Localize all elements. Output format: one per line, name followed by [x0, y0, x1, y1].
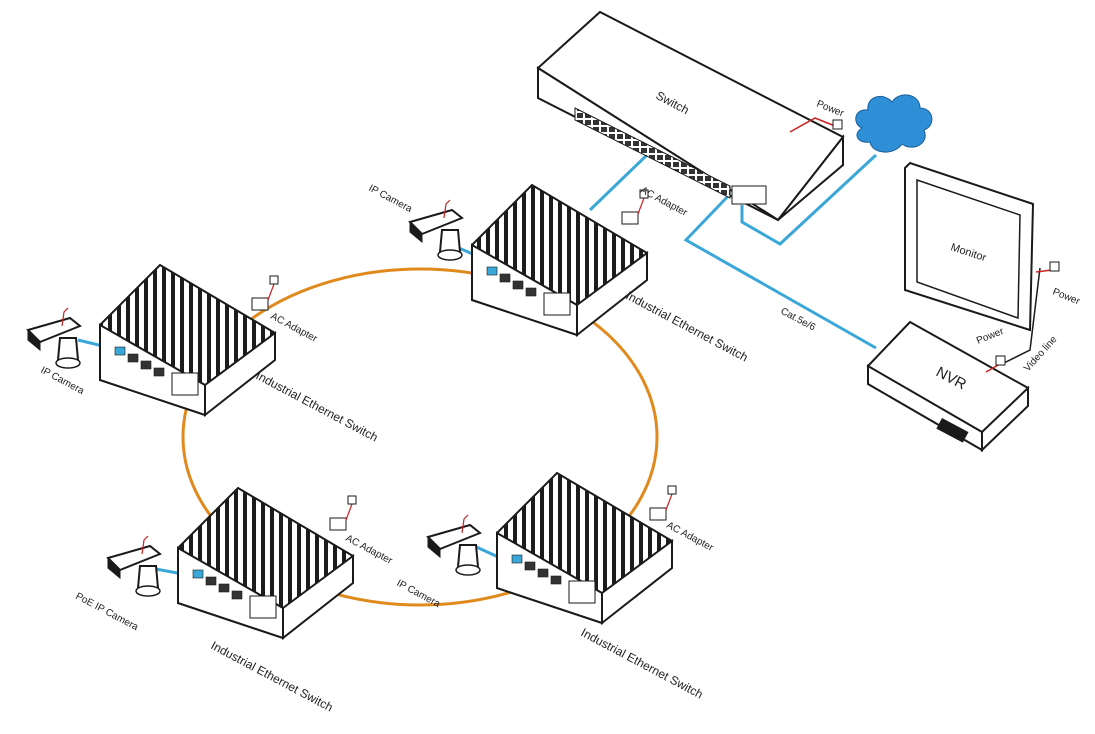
ac-adapter-icon: [251, 297, 269, 311]
switch-uplink-ports: [731, 185, 767, 205]
camera-label: IP Camera: [367, 183, 415, 215]
industrial-switch-label: Industrial Ethernet Switch: [579, 625, 706, 701]
ring-topology: [181, 267, 659, 607]
power-label-monitor: Power: [1051, 287, 1082, 308]
ptz-camera-icon: PoE IP Camera: [74, 535, 162, 633]
power-label-nvr: Power: [975, 326, 1006, 347]
power-cords: [789, 117, 1060, 373]
camera-label: PoE IP Camera: [74, 591, 141, 633]
nvr: NVR: [866, 320, 1030, 453]
power-outlet-icon: [832, 119, 843, 130]
ac-adapter-icon: [621, 211, 639, 225]
industrial-switch-label: Industrial Ethernet Switch: [209, 638, 336, 714]
ptz-camera-icon: IP Camera: [395, 514, 482, 610]
video-line-label: Video line: [1022, 334, 1060, 374]
ethernet-ports: [511, 554, 562, 585]
monitor: Monitor: [904, 161, 1035, 332]
ac-adapter-label: AC Adapter: [269, 311, 320, 345]
sfp-panel: [249, 595, 277, 619]
ptz-camera-icon: IP Camera: [367, 183, 464, 261]
ethernet-ports: [114, 346, 165, 377]
industrial-switch-label: Industrial Ethernet Switch: [624, 288, 751, 364]
power-outlet-icon: [995, 355, 1006, 366]
core-switch: Switch: [536, 10, 845, 222]
power-label-switch: Power: [815, 99, 846, 120]
ac-adapter-icon: [649, 507, 667, 521]
video-line: [999, 267, 1041, 366]
industrial-switch: Industrial Ethernet Switch AC Adapter: [99, 263, 381, 445]
power-outlet-icon: [639, 189, 649, 199]
internet-cable: [740, 153, 878, 246]
power-outlet-icon: [667, 485, 677, 495]
sfp-panel: [543, 292, 571, 316]
sfp-panel: [568, 580, 596, 604]
ac-adapter-icon: [329, 517, 347, 531]
switch-port-panel: [574, 107, 731, 199]
power-outlet-icon: [347, 495, 357, 505]
power-outlet-icon: [269, 275, 279, 285]
ethernet-ports: [192, 569, 243, 600]
sfp-panel: [171, 372, 199, 396]
industrial-switch-label: Industrial Ethernet Switch: [254, 368, 381, 444]
ac-adapter-label: AC Adapter: [639, 185, 690, 219]
ptz-camera-icon: IP Camera: [26, 307, 87, 397]
nvr-cable: [683, 190, 877, 350]
power-outlet-icon: [1049, 261, 1060, 272]
ethernet-ports: [486, 266, 537, 297]
camera-label: IP Camera: [39, 365, 87, 397]
internet-cloud-icon: [855, 94, 933, 153]
uplink-cable: [588, 152, 650, 212]
